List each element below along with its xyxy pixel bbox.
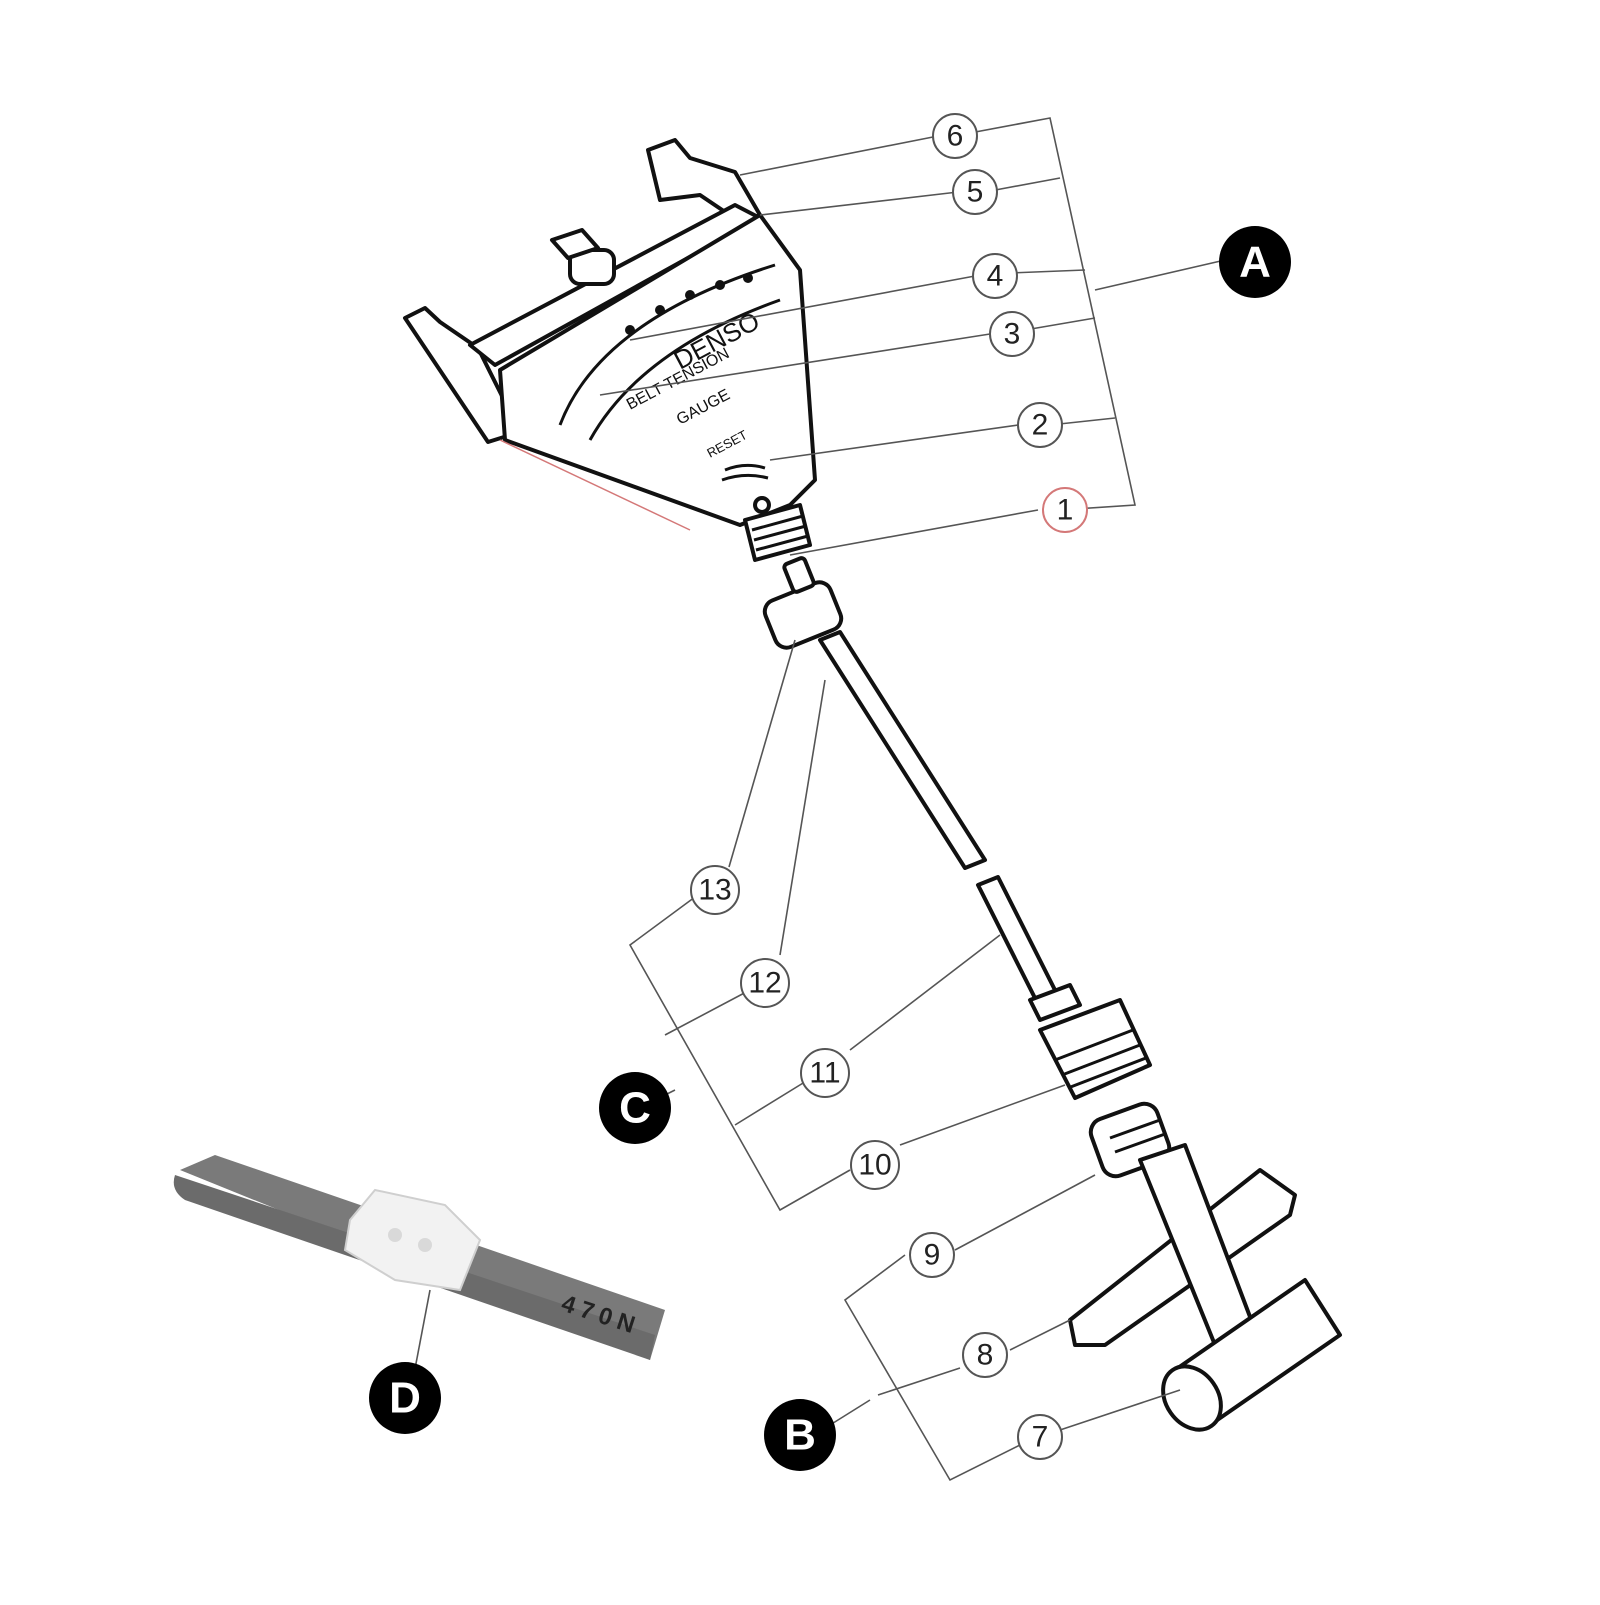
callout-13: 13 [690,865,740,915]
svg-text:1: 1 [1057,494,1074,527]
callout-7: 7 [1017,1414,1063,1460]
svg-text:13: 13 [698,874,731,907]
spring-housing [1038,998,1152,1100]
svg-text:B: B [784,1411,816,1460]
svg-text:2: 2 [1032,409,1049,442]
scale-dots [625,273,753,335]
tension-tab: 470N [173,1155,665,1360]
callout-6: 6 [932,113,978,159]
rod-assembly [762,556,1172,1179]
svg-text:6: 6 [947,120,964,153]
callout-2: 2 [1017,402,1063,448]
callout-numbers: 1 2 3 4 5 6 7 8 [690,113,1088,1460]
callout-5: 5 [952,169,998,215]
svg-text:D: D [389,1374,421,1423]
adjust-knob [550,228,616,286]
svg-text:9: 9 [924,1239,941,1272]
group-labels: A C B D [369,226,1291,1471]
group-label-c: C [599,1072,671,1144]
callout-9: 9 [909,1232,955,1278]
callout-10: 10 [850,1140,900,1190]
svg-text:C: C [619,1084,651,1133]
threaded-nozzle [743,503,812,562]
group-label-b: B [764,1399,836,1471]
svg-text:7: 7 [1032,1421,1049,1454]
svg-text:11: 11 [809,1057,840,1090]
svg-text:3: 3 [1004,318,1021,351]
svg-text:12: 12 [748,967,781,1000]
callout-12: 12 [740,958,790,1008]
t-handle [1068,1143,1342,1432]
callout-11: 11 [800,1048,850,1098]
group-label-d: D [369,1362,441,1434]
callout-3: 3 [989,311,1035,357]
gauge-body: DENSO BELT TENSION GAUGE RESET [403,138,817,562]
svg-text:5: 5 [967,176,984,209]
callout-1: 1 [1042,487,1088,533]
svg-text:10: 10 [858,1149,891,1182]
group-label-a: A [1219,226,1291,298]
svg-text:8: 8 [977,1339,994,1372]
svg-text:A: A [1239,238,1271,287]
callout-4: 4 [972,253,1018,299]
svg-text:4: 4 [987,260,1004,293]
callout-8: 8 [962,1332,1008,1378]
